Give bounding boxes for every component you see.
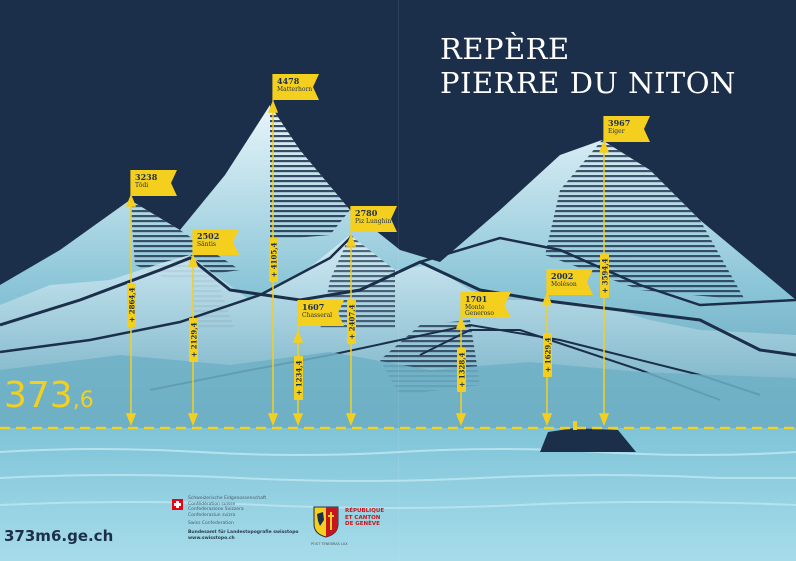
peak-flag-piz-lunghin: 2780 Piz Lunghin xyxy=(351,206,397,232)
hatched-shadow-todi xyxy=(130,200,240,280)
geneve-line: RÉPUBLIQUE xyxy=(345,508,385,514)
geneve-line: DE GENÈVE xyxy=(345,521,380,527)
elevation-diff-piz-lunghin: + 2407,4 xyxy=(347,300,356,344)
diff-value: + 4105,4 xyxy=(269,242,278,278)
swisstopo-line: Confederazione Svizzera xyxy=(188,507,244,513)
geneve-text: RÉPUBLIQUE ET CANTON DE GENÈVE xyxy=(345,508,384,528)
peak-flag-saentis: 2502 Säntis xyxy=(193,229,239,255)
elevation-diff-saentis: + 2129,4 xyxy=(189,318,198,362)
hatched-shadow-eiger xyxy=(545,140,745,300)
geneve-logo: RÉPUBLIQUE ET CANTON DE GENÈVE POST TENE… xyxy=(311,498,403,554)
peak-altitude: 1607 xyxy=(302,302,325,312)
base-level-integer: 373 xyxy=(4,375,73,416)
elevation-diff-matterhorn: + 4105,4 xyxy=(269,238,278,282)
peak-flag-chasseral: 1607 Chasseral xyxy=(298,300,344,326)
diff-value: + 1328,4 xyxy=(457,352,466,388)
peak-altitude: 3238 xyxy=(135,172,158,182)
peak-name: Piz Lunghin xyxy=(355,218,392,225)
page-fold xyxy=(398,0,399,561)
peak-name: Chasseral xyxy=(302,312,333,319)
swisstopo-office: Bundesamt für Landestopografie swisstopo xyxy=(188,529,299,535)
peak-flag-moleson: 2002 Moléson xyxy=(547,269,593,295)
peak-altitude: 2502 xyxy=(197,231,220,241)
base-level-decimal: ,6 xyxy=(72,388,94,413)
title-line-1: REPÈRE xyxy=(440,32,570,66)
peak-altitude: 3967 xyxy=(608,118,631,128)
diff-value: + 2129,4 xyxy=(189,322,198,358)
geneve-coat-of-arms-icon xyxy=(313,506,339,538)
title-line-2: PIERRE DU NITON xyxy=(440,66,736,100)
peak-name: Monte Generoso xyxy=(465,304,494,317)
swiss-cross-icon xyxy=(172,499,183,510)
swisstopo-line: Swiss Confederation xyxy=(188,521,234,527)
diff-value: + 2864,4 xyxy=(127,287,136,323)
peak-name: Eiger xyxy=(608,128,625,135)
swisstopo-line: Confederaziun svizra xyxy=(188,512,236,518)
swisstopo-line: Schweizerische Eidgenossenschaft xyxy=(188,496,267,501)
peak-flag-eiger: 3967 Eiger xyxy=(604,116,650,142)
website-link[interactable]: 373m6.ge.ch xyxy=(4,527,114,545)
peak-flag-todi: 3238 Tödi xyxy=(131,170,177,196)
peak-flag-monte-generoso: 1701 Monte Generoso xyxy=(461,292,511,318)
diff-value: + 2407,4 xyxy=(347,304,356,340)
diff-value: + 1629,4 xyxy=(543,337,552,373)
swisstopo-logo: Schweizerische Eidgenossenschaft Confédé… xyxy=(172,496,322,554)
geneve-line: ET CANTON xyxy=(345,514,381,521)
pierre-du-niton-rock xyxy=(540,428,636,452)
elevation-diff-todi: + 2864,4 xyxy=(127,283,136,327)
peak-altitude: 2780 xyxy=(355,208,378,218)
peak-name: Matterhorn xyxy=(277,86,313,93)
geneve-motto: POST TENEBRAS LUX xyxy=(311,542,348,546)
peak-altitude: 4478 xyxy=(277,76,300,86)
elevation-diff-moleson: + 1629,4 xyxy=(543,333,552,377)
peak-name: Tödi xyxy=(135,182,149,189)
peak-altitude: 2002 xyxy=(551,271,574,281)
peak-flag-matterhorn: 4478 Matterhorn xyxy=(273,74,319,100)
elevation-diff-eiger: + 3594,4 xyxy=(600,254,609,298)
swisstopo-url: www.swisstopo.ch xyxy=(188,535,235,541)
swisstopo-line: Confédération suisse xyxy=(188,501,236,507)
peak-name: Moléson xyxy=(551,281,577,288)
peak-name: Säntis xyxy=(197,241,216,248)
peak-altitude: 1701 xyxy=(465,294,488,304)
base-level-value: 373,6 xyxy=(4,375,94,416)
hatched-shadow-matterhorn xyxy=(270,105,350,240)
elevation-diff-chasseral: + 1234,4 xyxy=(294,356,303,400)
foreground-hills xyxy=(0,352,796,430)
swisstopo-text: Schweizerische Eidgenossenschaft Confédé… xyxy=(188,496,299,541)
elevation-diff-monte-generoso: + 1328,4 xyxy=(457,348,466,392)
diff-value: + 1234,4 xyxy=(294,360,303,396)
diff-value: + 3594,4 xyxy=(600,258,609,294)
